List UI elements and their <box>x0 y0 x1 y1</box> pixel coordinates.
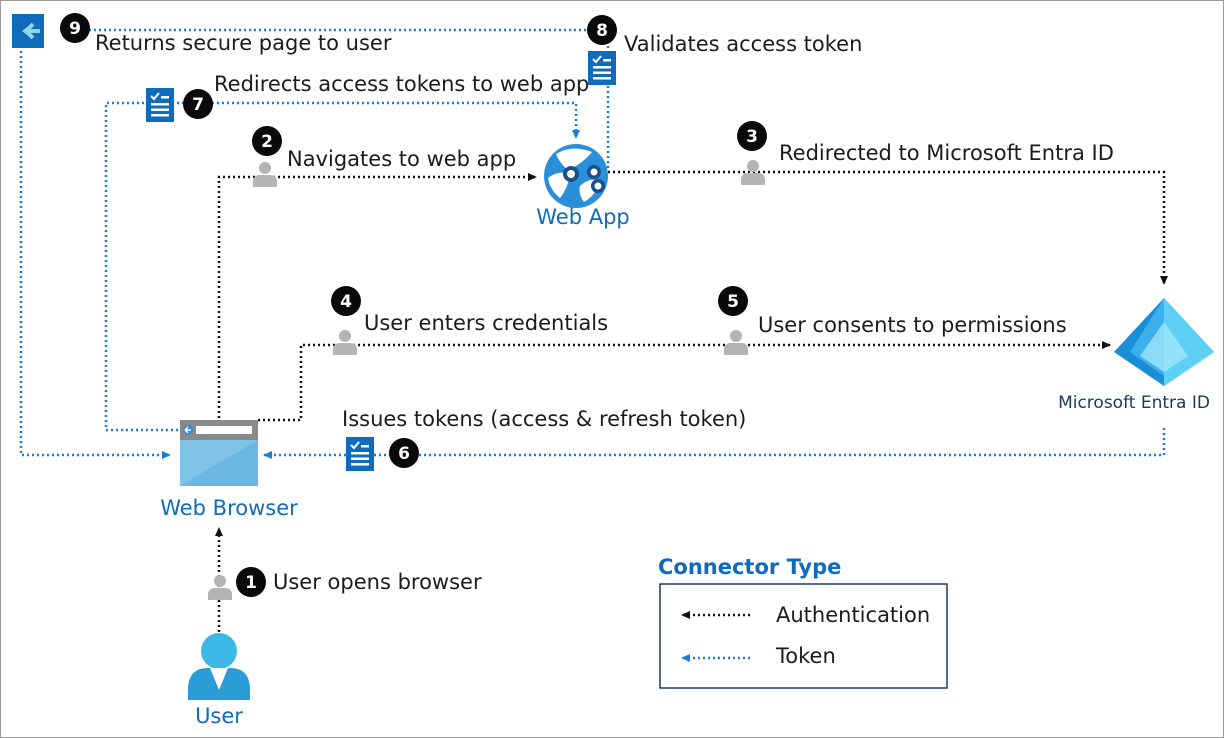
step-number-3: 3 <box>746 127 758 147</box>
entra-id-label: Microsoft Entra ID <box>1058 393 1210 413</box>
person-icon-step-5 <box>724 330 748 355</box>
person-icon-step-4 <box>333 330 357 355</box>
step-badge-8 <box>587 15 617 45</box>
step-badge-1 <box>236 567 266 597</box>
step-text-4: User enters credentials <box>364 311 608 335</box>
step-text-7: Redirects access tokens to web app <box>214 72 589 96</box>
connector-step-7 <box>104 101 580 432</box>
connector-step-6 <box>263 428 1166 459</box>
connector-step-9-to-browser <box>19 46 171 459</box>
step-number-2: 2 <box>261 132 273 152</box>
connector-step-9 <box>60 28 610 168</box>
step-badge-3 <box>737 121 767 151</box>
web-app-label: Web App <box>536 205 630 229</box>
step-badge-5 <box>718 286 748 316</box>
step-badge-9 <box>60 13 90 43</box>
web-browser-icon <box>180 420 258 486</box>
web-app-icon <box>544 144 608 208</box>
step-number-9: 9 <box>69 19 81 39</box>
user-icon <box>188 633 250 700</box>
step-text-8: Validates access token <box>624 32 862 56</box>
web-browser-label: Web Browser <box>160 496 298 520</box>
step-number-6: 6 <box>398 444 410 464</box>
user-label: User <box>195 704 243 728</box>
step-text-9: Returns secure page to user <box>95 31 392 55</box>
step-number-1: 1 <box>245 573 257 593</box>
legend-box: Authentication Token <box>659 583 948 689</box>
token-doc-icon-step-8 <box>587 50 617 86</box>
back-arrow-icon <box>12 14 44 48</box>
step-badge-6 <box>389 438 419 468</box>
connector-step-3 <box>608 170 1168 285</box>
step-text-5: User consents to permissions <box>758 313 1067 337</box>
step-text-1: User opens browser <box>273 570 482 594</box>
legend-token-label: Token <box>775 644 836 668</box>
person-icon-step-1 <box>208 575 232 600</box>
person-icon-step-2 <box>253 162 277 187</box>
step-badge-4 <box>331 286 361 316</box>
step-text-2: Navigates to web app <box>287 147 516 171</box>
legend-authentication-label: Authentication <box>776 603 930 627</box>
step-number-4: 4 <box>340 292 352 312</box>
entra-id-icon <box>1114 298 1214 386</box>
connector-step-4-5 <box>258 341 1111 422</box>
token-doc-icon-step-6 <box>345 436 375 472</box>
legend-title: Connector Type <box>658 555 841 579</box>
step-number-5: 5 <box>727 292 739 312</box>
step-badge-7 <box>183 89 213 119</box>
step-number-8: 8 <box>596 21 608 41</box>
step-badge-2 <box>252 126 282 156</box>
connector-step-2 <box>217 173 537 418</box>
token-doc-icon-step-7 <box>145 87 175 123</box>
step-text-3: Redirected to Microsoft Entra ID <box>779 141 1114 165</box>
step-number-7: 7 <box>192 95 204 115</box>
step-text-6: Issues tokens (access & refresh token) <box>342 407 746 431</box>
